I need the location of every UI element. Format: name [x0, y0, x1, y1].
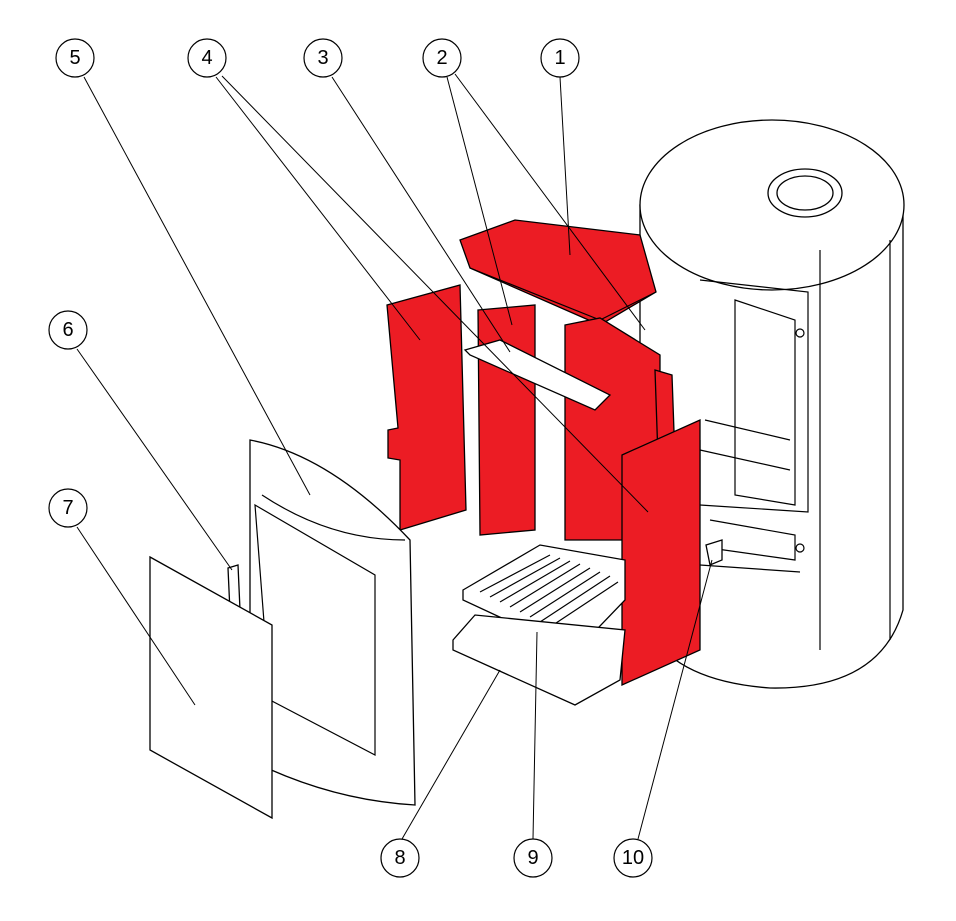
- part-10-clip: [705, 539, 723, 566]
- svg-text:9: 9: [527, 847, 538, 869]
- callout-9: 9: [513, 838, 553, 878]
- svg-text:6: 6: [62, 319, 73, 341]
- svg-text:3: 3: [317, 47, 328, 69]
- svg-text:1: 1: [554, 47, 565, 69]
- part-8-ashpan: [452, 614, 626, 706]
- part-4-panel-left: [386, 284, 467, 531]
- svg-text:8: 8: [394, 847, 405, 869]
- part-4-panel-front: [621, 418, 701, 687]
- callout-6: 6: [48, 310, 88, 350]
- stove-body: [639, 119, 905, 689]
- callout-7: 7: [48, 488, 88, 528]
- leader-lines: [76, 73, 713, 840]
- svg-text:7: 7: [62, 497, 73, 519]
- callout-1: 1: [540, 38, 580, 78]
- part-5-door-frame: [249, 439, 416, 806]
- svg-text:5: 5: [69, 47, 80, 69]
- callout-4: 4: [187, 38, 227, 78]
- svg-text:4: 4: [201, 47, 212, 69]
- svg-text:10: 10: [622, 847, 644, 869]
- callout-5: 5: [55, 38, 95, 78]
- callout-3: 3: [303, 38, 343, 78]
- part-2-panel-left: [477, 304, 536, 536]
- svg-text:2: 2: [436, 47, 447, 69]
- callout-10: 10: [613, 838, 653, 878]
- part-3-deflector: [463, 339, 612, 411]
- callout-8: 8: [380, 838, 420, 878]
- part-7-glass: [149, 555, 273, 820]
- callout-2: 2: [422, 38, 462, 78]
